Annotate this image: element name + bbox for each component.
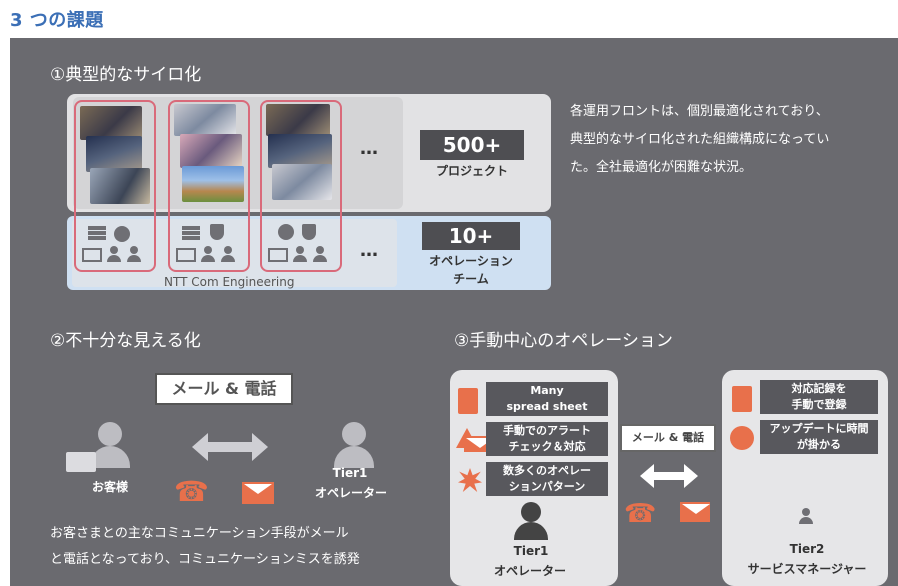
projects-label: プロジェクト: [435, 164, 508, 178]
document-icon: [732, 386, 752, 412]
section2-title: ②不十分な見える化: [50, 331, 201, 351]
project-photo: [90, 168, 150, 204]
operator-label: オペレーター: [314, 486, 387, 500]
right-role-line1: Tier2: [789, 542, 825, 556]
teams-label-line1: オペレーション: [429, 254, 513, 268]
silo-frame: [168, 100, 250, 272]
customer-label: お客様: [91, 480, 128, 494]
project-photo: [86, 136, 142, 172]
project-photo: [80, 106, 142, 140]
left-role-line1: Tier1: [513, 544, 549, 558]
silo-frame: [260, 100, 342, 272]
section1-title: ①典型的なサイロ化: [50, 65, 202, 85]
globe-icon: [278, 224, 294, 240]
customer-icon: [90, 422, 130, 468]
mail-icon: [242, 482, 274, 504]
monitor-icon: [176, 248, 196, 262]
server-icon: [88, 226, 106, 240]
right-item-2-line1: アップデートに時間: [769, 422, 869, 435]
bidirectional-arrow-icon: [192, 433, 268, 461]
left-item-1: Many spread sheet: [486, 382, 608, 416]
globe-icon: [114, 226, 130, 242]
tier1-label: Tier1: [332, 466, 368, 480]
company-label: NTT Com Engineering: [164, 275, 295, 289]
section3-title: ③手動中心のオペレーション: [454, 331, 673, 351]
left-role-line2: オペレーター: [493, 564, 566, 578]
operator-headset-icon: [334, 422, 374, 468]
left-item-3-line1: 数多くのオペレー: [503, 464, 591, 477]
left-item-1-line1: Many: [530, 384, 564, 397]
person-icon: [292, 246, 308, 262]
page-heading: 3 つの課題: [10, 10, 104, 31]
laptop-icon: [66, 452, 96, 472]
right-item-2: アップデートに時間 が掛かる: [760, 420, 878, 454]
shield-icon: [302, 224, 316, 240]
project-photo: [266, 104, 330, 136]
section2-description-line1: お客さまとの主なコミュニケーション手段がメール: [50, 526, 349, 541]
left-item-2-line2: チェック＆対応: [508, 440, 586, 453]
document-icon: [458, 388, 478, 414]
slide: ①典型的なサイロ化 … … 500+ プロジェクト 10+ オペレーション チー…: [10, 38, 898, 586]
person-icon: [312, 246, 328, 262]
teams-label-line2: チーム: [453, 272, 489, 286]
mail-phone-box: メール & 電話: [155, 373, 293, 405]
project-photo: [272, 164, 332, 200]
project-photo: [182, 166, 244, 202]
section1-description-line3: た。全社最適化が困難な状況。: [570, 160, 753, 175]
monitor-icon: [82, 248, 102, 262]
teams-count: 10+: [422, 222, 520, 250]
projects-count: 500+: [420, 130, 524, 160]
shield-icon: [210, 224, 224, 240]
right-item-1-line1: 対応記録を: [791, 382, 847, 395]
person-icon: [200, 246, 216, 262]
operator-headset-icon: [514, 502, 548, 540]
more-projects-ellipsis: …: [360, 138, 379, 159]
server-icon: [182, 226, 200, 240]
mail-icon: [464, 436, 494, 452]
project-photo: [180, 134, 242, 168]
person-icon: [106, 246, 122, 262]
monitor-icon: [268, 248, 288, 262]
more-teams-ellipsis: …: [360, 240, 379, 261]
middle-mail-phone-box: メール & 電話: [620, 424, 716, 452]
person-icon: [126, 246, 142, 262]
clock-icon: [730, 426, 754, 450]
section1-description-line1: 各運用フロントは、個別最適化されており、: [570, 104, 829, 119]
mail-icon: [680, 502, 710, 522]
right-role-line2: サービスマネージャー: [747, 562, 867, 576]
project-photo: [268, 134, 332, 168]
left-item-2: 手動でのアラート チェック＆対応: [486, 422, 608, 456]
person-icon: [220, 246, 236, 262]
bidirectional-arrow-icon: [640, 464, 698, 488]
section2-description-line2: と電話となっており、コミュニケーションミスを誘発: [50, 552, 360, 567]
phone-icon: ☎: [624, 499, 657, 529]
right-item-1-line2: 手動で登録: [791, 398, 847, 411]
project-photo: [174, 104, 236, 136]
section1-description-line2: 典型的なサイロ化された組織構成になってい: [570, 132, 830, 147]
left-item-2-line1: 手動でのアラート: [503, 424, 591, 437]
right-item-1: 対応記録を 手動で登録: [760, 380, 878, 414]
left-item-3-line2: ションパターン: [508, 480, 586, 493]
silo-frame: [74, 100, 156, 272]
left-item-3: 数多くのオペレー ションパターン: [486, 462, 608, 496]
right-item-2-line2: が掛かる: [797, 438, 841, 451]
phone-icon: ☎: [174, 475, 209, 508]
left-item-1-line2: spread sheet: [506, 400, 588, 413]
manager-at-desk-icon: [798, 508, 822, 536]
